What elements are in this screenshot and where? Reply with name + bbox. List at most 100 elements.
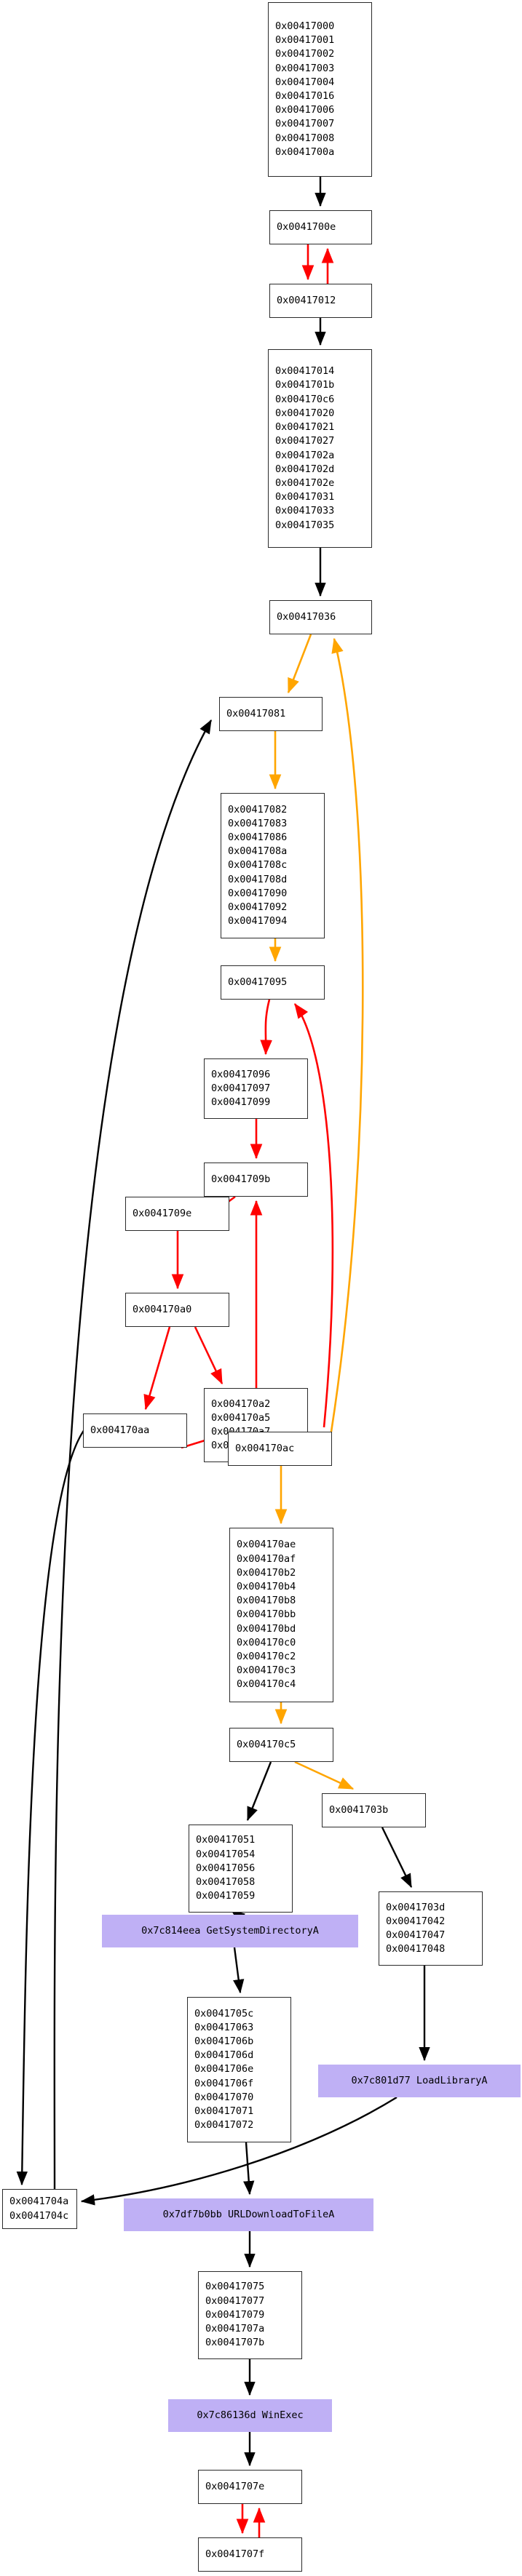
instruction-address: 0x00417042 [386,1915,446,1927]
instruction-address: 0x0041702d [275,463,335,475]
instruction-address: 0x004170c3 [237,1664,296,1677]
instruction-address: 0x0041708d [228,873,288,885]
instruction-address: 0x004170aa [90,1424,150,1436]
instruction-address: 0x00417014 [275,365,335,378]
instruction-address: 0x0041703b [329,1803,389,1816]
instruction-address: 0x00417003 [275,62,335,74]
api-call-label: 0x7c86136d WinExec [197,2409,304,2421]
api-call-node[interactable]: 0x7c814eea GetSystemDirectoryA [102,1915,358,1947]
basic-block-node[interactable]: 0x00417036 [269,600,372,634]
instruction-address: 0x00417020 [275,407,335,419]
instruction-address: 0x004170ac [235,1442,295,1454]
instruction-address: 0x00417056 [196,1862,256,1874]
instruction-address: 0x0041707f [205,2548,265,2560]
instruction-address: 0x0041706f [194,2077,254,2089]
instruction-address: 0x004170b2 [237,1566,296,1579]
instruction-address: 0x00417071 [194,2105,254,2117]
instruction-address: 0x004170a2 [211,1397,271,1410]
basic-block-node[interactable]: 0x004170ac [228,1432,332,1466]
basic-block-node[interactable]: 0x00417095 [221,965,325,1000]
instruction-address: 0x0041707b [205,2337,265,2349]
basic-block-node[interactable]: 0x0041707f [198,2537,302,2572]
instruction-address: 0x00417072 [194,2119,254,2132]
instruction-address: 0x004170bd [237,1622,296,1635]
instruction-address: 0x0041707a [205,2323,265,2335]
instruction-address: 0x00417075 [205,2281,265,2293]
instruction-address: 0x0041708a [228,845,288,858]
instruction-address: 0x00417027 [275,435,335,447]
instruction-address: 0x004170c4 [237,1678,296,1691]
instruction-address: 0x00417058 [196,1876,256,1889]
instruction-address: 0x00417083 [228,817,288,829]
instruction-address: 0x00417036 [277,610,336,623]
basic-block-node[interactable]: 0x0041700e [269,210,372,244]
instruction-address: 0x00417099 [211,1096,271,1109]
instruction-address: 0x004170ae [237,1539,296,1551]
instruction-address: 0x004170b8 [237,1595,296,1607]
basic-block-node[interactable]: 0x0041703b [322,1793,426,1827]
instruction-address: 0x00417090 [228,887,288,899]
basic-block-node[interactable]: 0x004170a0 [125,1293,229,1327]
instruction-address: 0x0041709b [211,1173,271,1185]
instruction-address: 0x00417021 [275,421,335,434]
instruction-address: 0x00417077 [205,2294,265,2307]
instruction-address: 0x0041702a [275,449,335,461]
instruction-address: 0x004170c2 [237,1651,296,1662]
instruction-address: 0x00417047 [386,1929,446,1941]
instruction-address: 0x00417095 [228,976,288,988]
instruction-address: 0x0041706e [194,2063,254,2075]
instruction-address: 0x00417001 [275,34,335,47]
instruction-address: 0x0041708c [228,859,288,872]
instruction-address: 0x00417033 [275,505,335,517]
instruction-address: 0x00417048 [386,1943,446,1955]
instruction-address: 0x00417016 [275,90,335,102]
basic-block-node[interactable]: 0x00417081 [219,697,323,731]
basic-block-node[interactable]: 0x0041703d 0x00417042 0x00417047 0x00417048 [379,1891,483,1966]
instruction-address: 0x0041700e [277,220,336,233]
instruction-address: 0x0041700a [275,145,335,158]
instruction-address: 0x00417097 [211,1082,271,1094]
instruction-address: 0x004170c5 [237,1738,296,1750]
basic-block-node[interactable]: 0x004170c5 [229,1728,333,1762]
instruction-address: 0x004170a5 [211,1411,271,1424]
instruction-address: 0x00417054 [196,1848,256,1860]
instruction-address: 0x0041706b [194,2035,254,2047]
api-call-node[interactable]: 0x7c801d77 LoadLibraryA [318,2065,521,2097]
api-call-node[interactable]: 0x7c86136d WinExec [168,2399,332,2432]
basic-block-node[interactable]: 0x0041707e [198,2470,302,2504]
instruction-address: 0x0041704a [9,2196,69,2208]
instruction-address: 0x00417008 [275,132,335,144]
instruction-address: 0x00417000 [275,20,335,32]
instruction-address: 0x00417006 [275,104,335,116]
instruction-address: 0x004170b4 [237,1580,296,1592]
api-call-label: 0x7df7b0bb URLDownloadToFileA [162,2208,335,2220]
basic-block-node[interactable]: 0x00417012 [269,284,372,318]
instruction-address: 0x00417082 [228,803,288,816]
basic-block-node[interactable]: 0x0041709b [204,1163,308,1197]
api-call-label: 0x7c801d77 LoadLibraryA [351,2074,488,2086]
basic-block-node[interactable]: 0x0041709e [125,1197,229,1231]
instruction-address: 0x00417094 [228,915,288,928]
instruction-address: 0x0041701b [275,379,335,391]
api-call-label: 0x7c814eea GetSystemDirectoryA [141,1924,319,1937]
api-call-node[interactable]: 0x7df7b0bb URLDownloadToFileA [124,2198,373,2231]
instruction-address: 0x0041703d [386,1901,446,1913]
instruction-address: 0x0041707e [205,2480,265,2492]
instruction-address: 0x004170c0 [237,1636,296,1648]
instruction-address: 0x00417012 [277,294,336,306]
instruction-address: 0x00417063 [194,2021,254,2033]
instruction-address: 0x00417004 [275,76,335,88]
instruction-address: 0x0041709e [133,1207,192,1219]
basic-block-node[interactable]: 0x004170aa [83,1413,187,1448]
instruction-address: 0x0041706d [194,2049,254,2062]
